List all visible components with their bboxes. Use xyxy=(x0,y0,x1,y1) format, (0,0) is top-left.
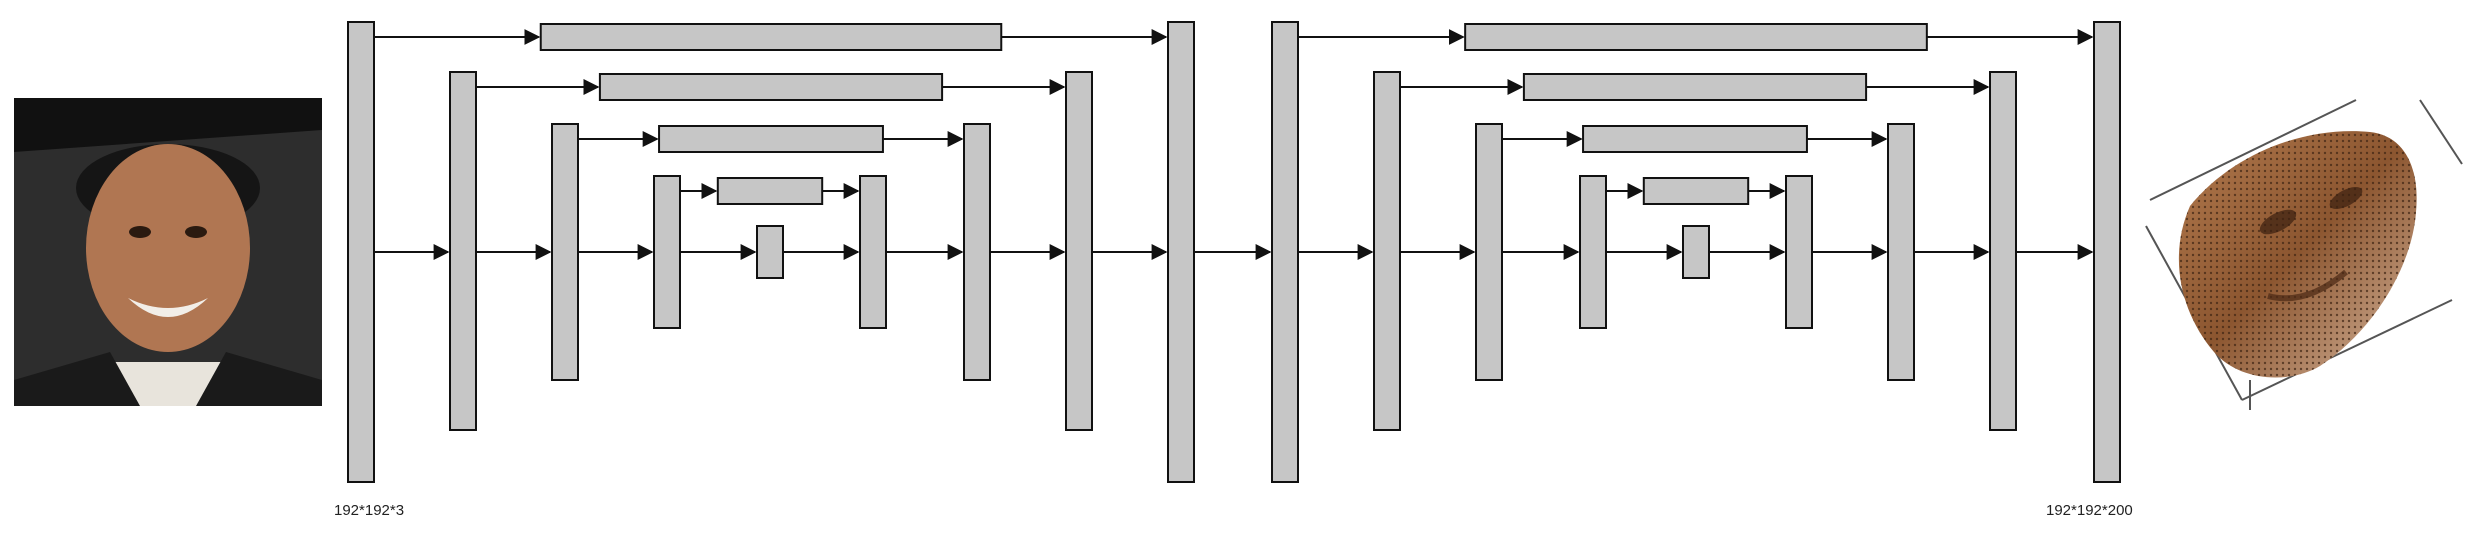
hg1-encoder-bar-4 xyxy=(653,175,681,329)
hg1-skip-block-2 xyxy=(598,73,944,101)
hg2-decoder-bar-1 xyxy=(2093,21,2121,483)
input-dims-label: 192*192*3 xyxy=(334,502,404,519)
hg1-decoder-bar-4 xyxy=(859,175,887,329)
hg2-decoder-bar-4 xyxy=(1785,175,1813,329)
hg1-skip-block-4 xyxy=(716,177,824,205)
hg2-decoder-bar-3 xyxy=(1887,123,1915,381)
hg1-encoder-bar-2 xyxy=(449,71,477,431)
network-blocks xyxy=(347,21,2121,483)
hg1-encoder-bar-1 xyxy=(347,21,375,483)
hg1-bottleneck-block xyxy=(756,225,784,279)
hg2-skip-block-1 xyxy=(1464,23,1928,51)
hg1-skip-block-3 xyxy=(658,125,884,153)
hg1-decoder-bar-3 xyxy=(963,123,991,381)
3d-face-volume-icon xyxy=(2145,99,2463,410)
hg1-decoder-bar-1 xyxy=(1167,21,1195,483)
network-arrows xyxy=(374,29,2094,260)
output-dims-label: 192*192*200 xyxy=(2046,502,2133,519)
hg2-encoder-bar-3 xyxy=(1475,123,1503,381)
hg1-encoder-bar-3 xyxy=(551,123,579,381)
hg2-encoder-bar-4 xyxy=(1579,175,1607,329)
hg2-skip-block-2 xyxy=(1522,73,1868,101)
hg2-encoder-bar-1 xyxy=(1271,21,1299,483)
hg2-encoder-bar-2 xyxy=(1373,71,1401,431)
hg2-skip-block-4 xyxy=(1642,177,1750,205)
hg2-skip-block-3 xyxy=(1582,125,1808,153)
input-face-photo-icon xyxy=(14,98,322,406)
hg1-decoder-bar-2 xyxy=(1065,71,1093,431)
hg1-skip-block-1 xyxy=(539,23,1003,51)
hg2-decoder-bar-2 xyxy=(1989,71,2017,431)
hg2-bottleneck-block xyxy=(1682,225,1710,279)
